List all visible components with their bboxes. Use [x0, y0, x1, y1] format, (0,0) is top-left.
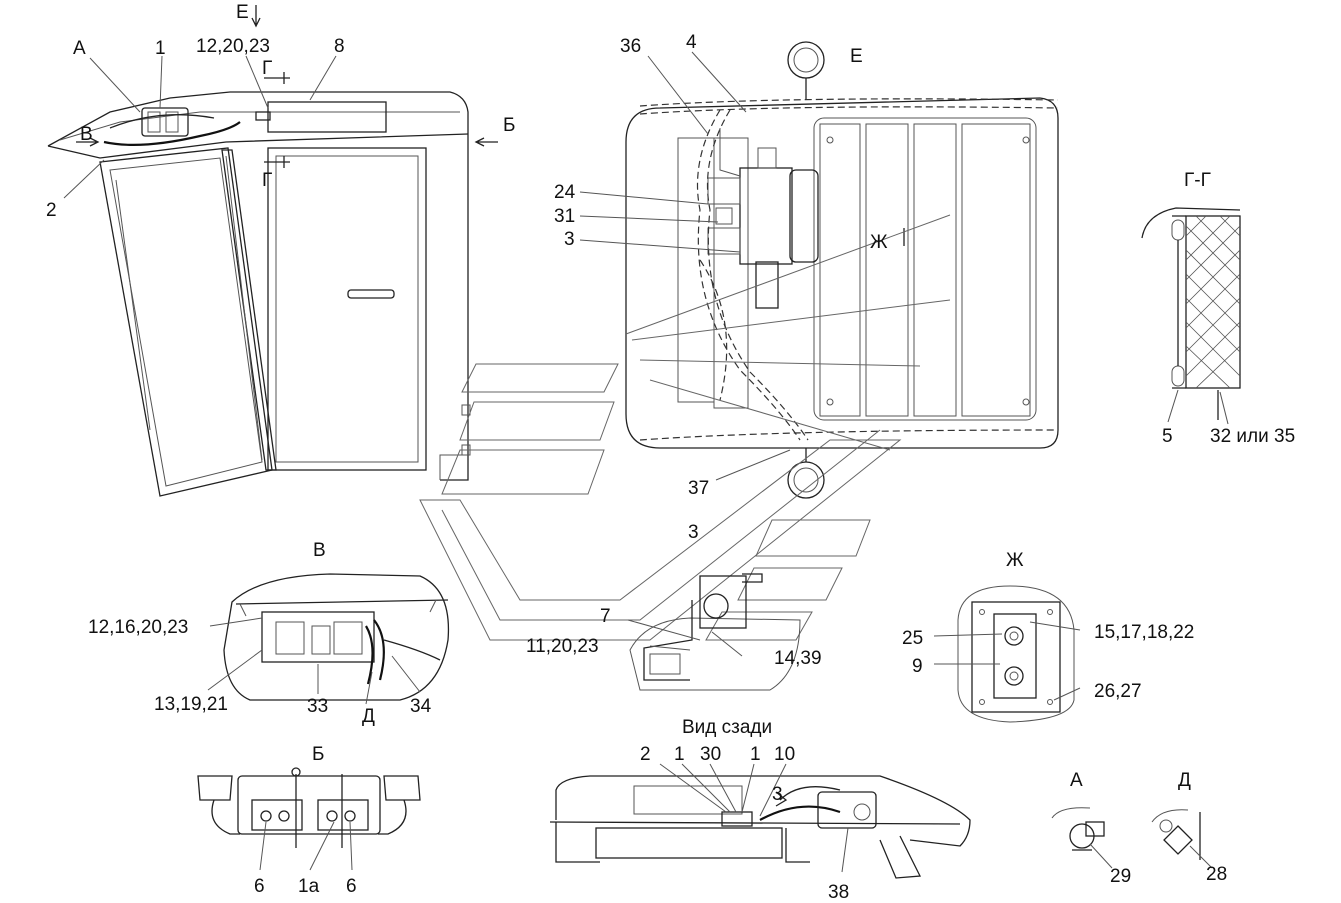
label-view-b-title: Б [312, 744, 324, 765]
label-36: 36 [620, 36, 641, 57]
label-24: 24 [554, 182, 576, 203]
view-v [207, 573, 450, 705]
label-section-g-top: Г [262, 58, 272, 79]
label-detail-a: А [1070, 770, 1083, 791]
label-8: 8 [334, 36, 345, 57]
label-rear-1b: 1 [750, 744, 761, 765]
label-rear-3: 3 [772, 784, 783, 805]
callout-labels: А 1 12,20,23 Е 8 Г Г В Б 2 36 4 Е 24 31 … [46, 2, 1295, 903]
label-rear-2: 2 [640, 744, 651, 765]
label-32-or-35: 32 или 35 [1210, 426, 1295, 447]
label-4: 4 [686, 32, 697, 53]
label-31: 31 [554, 206, 575, 227]
label-38: 38 [828, 882, 849, 903]
label-37: 37 [688, 478, 709, 499]
label-section-gg: Г-Г [1184, 170, 1211, 191]
label-15-17-18-22: 15,17,18,22 [1094, 622, 1194, 643]
detail-d [1151, 809, 1213, 869]
label-rear-30: 30 [700, 744, 721, 765]
label-1a: 1а [298, 876, 320, 897]
section-g-g [1141, 207, 1241, 425]
label-rear-1a: 1 [674, 744, 685, 765]
label-view-d: Д [362, 706, 375, 727]
label-12-20-23: 12,20,23 [196, 36, 270, 57]
label-view-a: А [73, 38, 86, 59]
label-28: 28 [1206, 864, 1227, 885]
label-5: 5 [1162, 426, 1173, 447]
label-view-e-arrow: Е [236, 2, 249, 23]
cabin-side-view [47, 5, 498, 497]
label-26-27: 26,27 [1094, 681, 1142, 702]
label-view-e-title: Е [850, 46, 863, 67]
label-13-19-21: 13,19,21 [154, 694, 228, 715]
label-34: 34 [410, 696, 432, 717]
label-29: 29 [1110, 866, 1131, 887]
label-25: 25 [902, 628, 923, 649]
view-b [197, 767, 421, 871]
label-section-g-bottom: Г [262, 170, 272, 191]
label-rear-view-title: Вид сзади [682, 717, 772, 738]
label-12-16-20-23: 12,16,20,23 [88, 617, 188, 638]
label-9: 9 [912, 656, 923, 677]
label-6-right: 6 [346, 876, 357, 897]
detail-a [1051, 807, 1113, 869]
label-2: 2 [46, 200, 57, 221]
label-view-zh-title: Ж [1006, 550, 1024, 571]
label-view-b-arrow: Б [503, 115, 515, 136]
label-rear-10: 10 [774, 744, 795, 765]
view-zh [933, 585, 1081, 723]
overlay-shapes [419, 214, 951, 641]
label-view-v-arrow: В [80, 124, 93, 145]
label-11-20-23: 11,20,23 [526, 636, 599, 657]
view-e-roof-top [579, 41, 1059, 499]
label-7: 7 [600, 606, 611, 627]
rear-view [549, 763, 971, 879]
label-view-zh-arrow: Ж [870, 232, 888, 253]
label-view-v-title: В [313, 540, 326, 561]
label-6-left: 6 [254, 876, 265, 897]
label-detail-d: Д [1178, 770, 1191, 791]
label-14-39: 14,39 [774, 648, 822, 669]
label-3-mid: 3 [688, 522, 699, 543]
bracket-detail [627, 573, 801, 691]
label-33: 33 [307, 696, 328, 717]
label-3-view-e: 3 [564, 229, 575, 250]
label-1: 1 [155, 38, 166, 59]
